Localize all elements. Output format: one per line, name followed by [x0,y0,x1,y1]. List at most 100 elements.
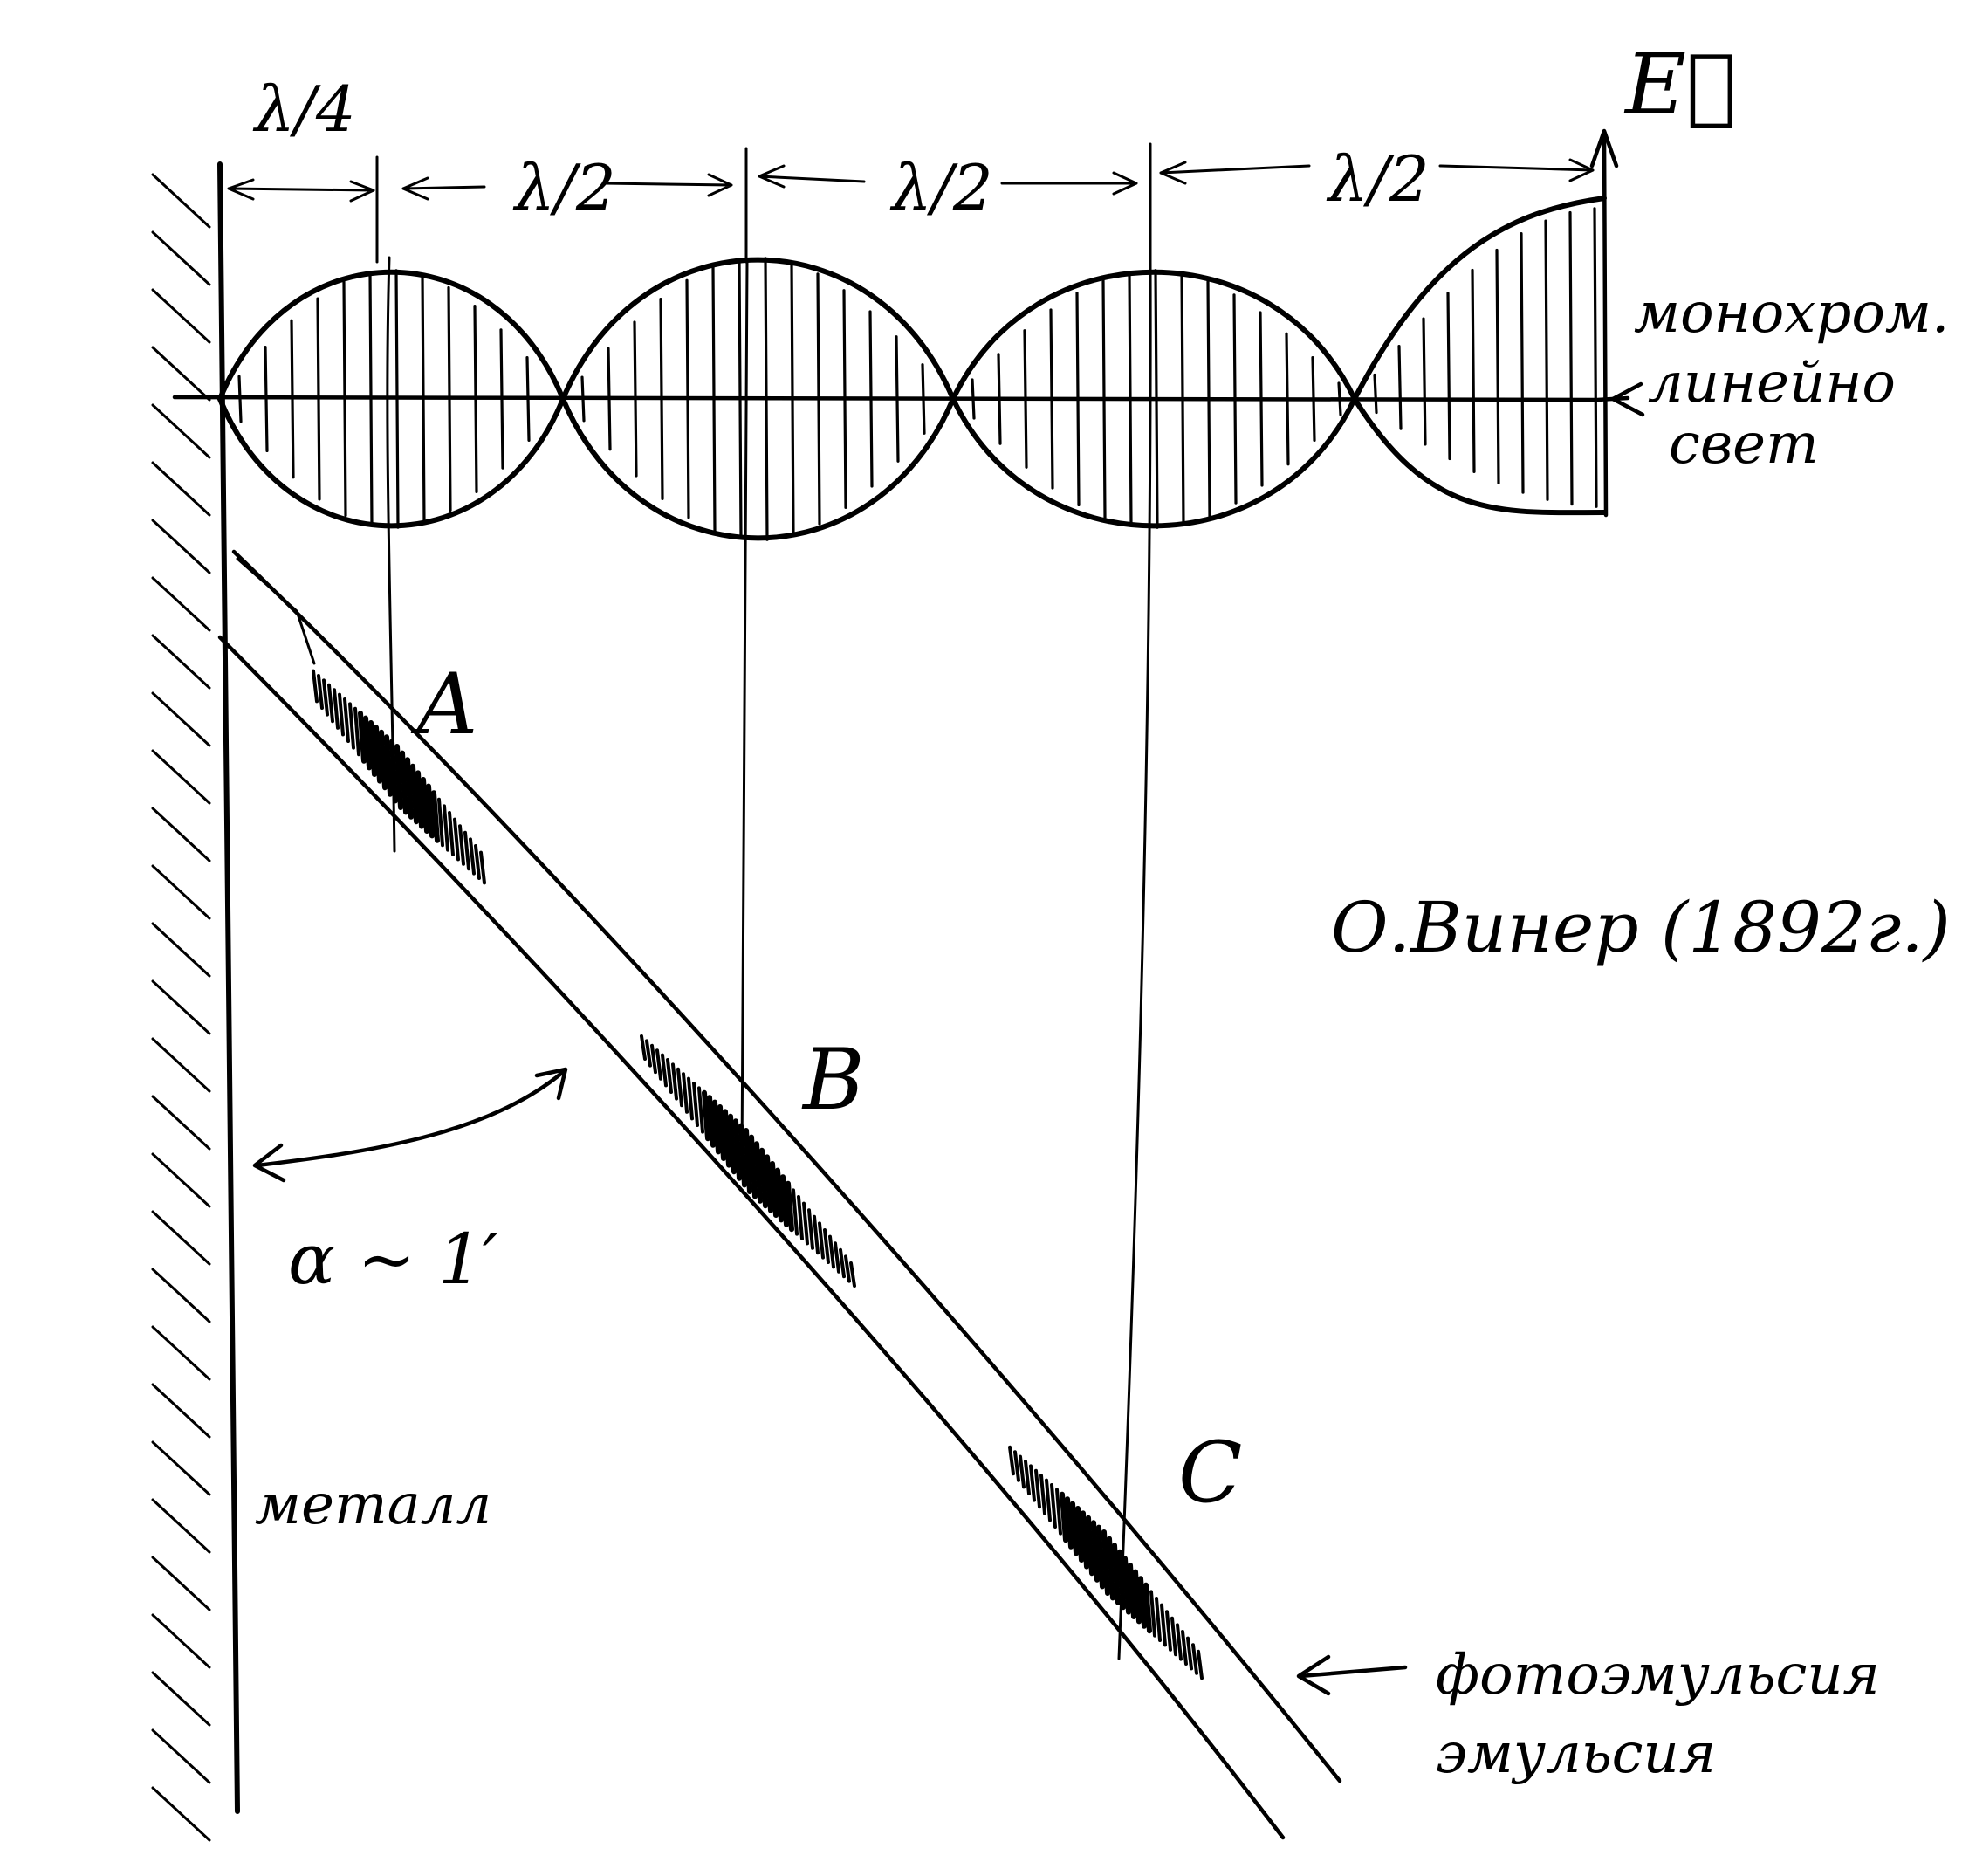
wave-hatch-stroke [659,298,664,500]
blackened-band-stroke [702,1089,710,1142]
blackened-band-stroke [744,1128,752,1194]
blackened-band-stroke [1096,1524,1105,1590]
blackened-band-stroke [759,1147,768,1209]
blackened-band-stroke [1070,1501,1079,1556]
blackened-band-stroke [448,811,455,856]
wave-hatch-stroke [997,353,1002,445]
label-light-line2: линейно [1648,351,1896,416]
blackened-band-stroke [1034,1468,1041,1509]
mirror-hatch-stroke [151,1613,211,1669]
blackened-band-stroke [415,770,424,829]
mirror-hatching [151,173,211,1842]
wave-hatch-stroke [971,378,976,420]
wave-envelope-upper [217,196,1607,402]
mirror-hatch-stroke [151,922,211,978]
metal-mirror [151,161,240,1842]
wave-hatch-stroke [1285,332,1290,466]
blackened-band-stroke [353,706,360,757]
label-emulsion-line1: фотоэмульсия [1436,1643,1880,1708]
wave-hatch-stroke [1049,308,1054,490]
blackened-band-stroke [797,1195,804,1240]
wave-hatch-stroke [1373,373,1378,415]
blackened-band-stroke [1081,1510,1089,1570]
projection-line-c [1117,260,1152,1660]
blackened-band-stroke [687,1076,694,1121]
blackened-band-stroke [374,725,382,784]
wave-hatch-stroke [316,297,321,501]
wave-hatch-stroke [633,320,638,478]
emulsion-top-mark [236,557,316,665]
blackened-band-stroke [343,697,350,743]
wave-hatch-stroke [764,257,769,541]
label-angle: α ~ 1′ [288,1219,498,1300]
emulsion-upper-edge [231,549,1342,1783]
incoming-light-arrowhead [1610,381,1645,417]
wave-hatch-stroke [842,289,847,509]
blackened-band-stroke [312,669,319,704]
blackened-band-stroke [1170,1616,1177,1657]
blackened-band-stroke [1013,1450,1020,1482]
blackened-band-stroke [707,1095,716,1148]
blackened-band-stroke [1075,1506,1084,1563]
dim-half2-arrow [758,164,1138,196]
angle-arc-left-arrowhead [252,1143,286,1183]
blackened-band-stroke [712,1099,721,1155]
blackened-band-stroke [749,1134,758,1199]
wave-hatch-stroke [499,328,504,470]
wave-hatch-stroke [790,261,795,537]
blackened-band-stroke [479,850,486,885]
blackened-band-stroke [818,1221,825,1260]
e-field-arrowhead [1589,128,1619,168]
wave-hatch-stroke [1422,317,1427,446]
label-half-wave-2: λ/2 [889,151,993,224]
wave-hatch-stroke [1568,210,1574,506]
label-emulsion-line2: эмульсия [1436,1721,1716,1786]
blackened-band-stroke [410,763,419,825]
blackened-band-stroke [728,1113,737,1175]
dim-half3-arrow [1159,158,1595,185]
wave-hatch-stroke [1154,269,1159,529]
mirror-hatch-stroke [151,1268,211,1323]
wave-hatch-stroke [368,271,374,527]
wave-hatch-stroke [264,345,269,453]
wave-hatch-stroke [1206,280,1211,518]
blackened-band-stroke [1117,1549,1126,1611]
mirror-hatch-stroke [151,1210,211,1266]
blackened-band-stroke [1128,1563,1136,1619]
blackened-band-stroke [363,715,372,771]
wave-hatch-stroke [580,375,586,423]
label-half-wave-1: λ/2 [512,151,616,224]
blackened-band-stroke [786,1180,794,1233]
blackened-band-stroke [1101,1529,1110,1596]
mirror-hatch-stroke [151,1728,211,1784]
blackened-band-stroke [322,678,329,717]
mirror-hatch-stroke [151,1383,211,1439]
blackened-band-stroke [463,830,470,871]
mirror-hatch-stroke [151,807,211,862]
blackened-band-stroke [453,817,460,862]
blackened-band-stroke [368,720,377,777]
wave-hatch-stroke [1311,355,1316,443]
wave-hatch-stroke [473,305,478,493]
mirror-hatch-stroke [151,1440,211,1496]
blackened-band-stroke [802,1201,809,1246]
wave-hatch-stroke [895,335,900,463]
blackened-band-stroke [1155,1597,1162,1642]
blackened-band-stroke [650,1043,657,1075]
mirror-hatch-stroke [151,230,211,286]
label-metal: металл [255,1473,491,1537]
blackened-band-stroke [327,683,334,724]
e-field-axis [1602,133,1609,518]
mirror-hatch-stroke [151,1671,211,1727]
wave-hatch-stroke [738,258,743,540]
label-point-a: A [410,656,477,753]
mirror-hatch-stroke [151,173,211,229]
blackened-band-stroke [1138,1576,1147,1629]
blackened-band-stroke [1065,1496,1074,1550]
blackened-band-stroke [379,729,388,791]
blackened-band-stroke [400,750,408,815]
blackened-band-stroke [348,702,355,750]
blackened-band-stroke [405,757,414,820]
blackened-band-stroke [792,1188,799,1236]
